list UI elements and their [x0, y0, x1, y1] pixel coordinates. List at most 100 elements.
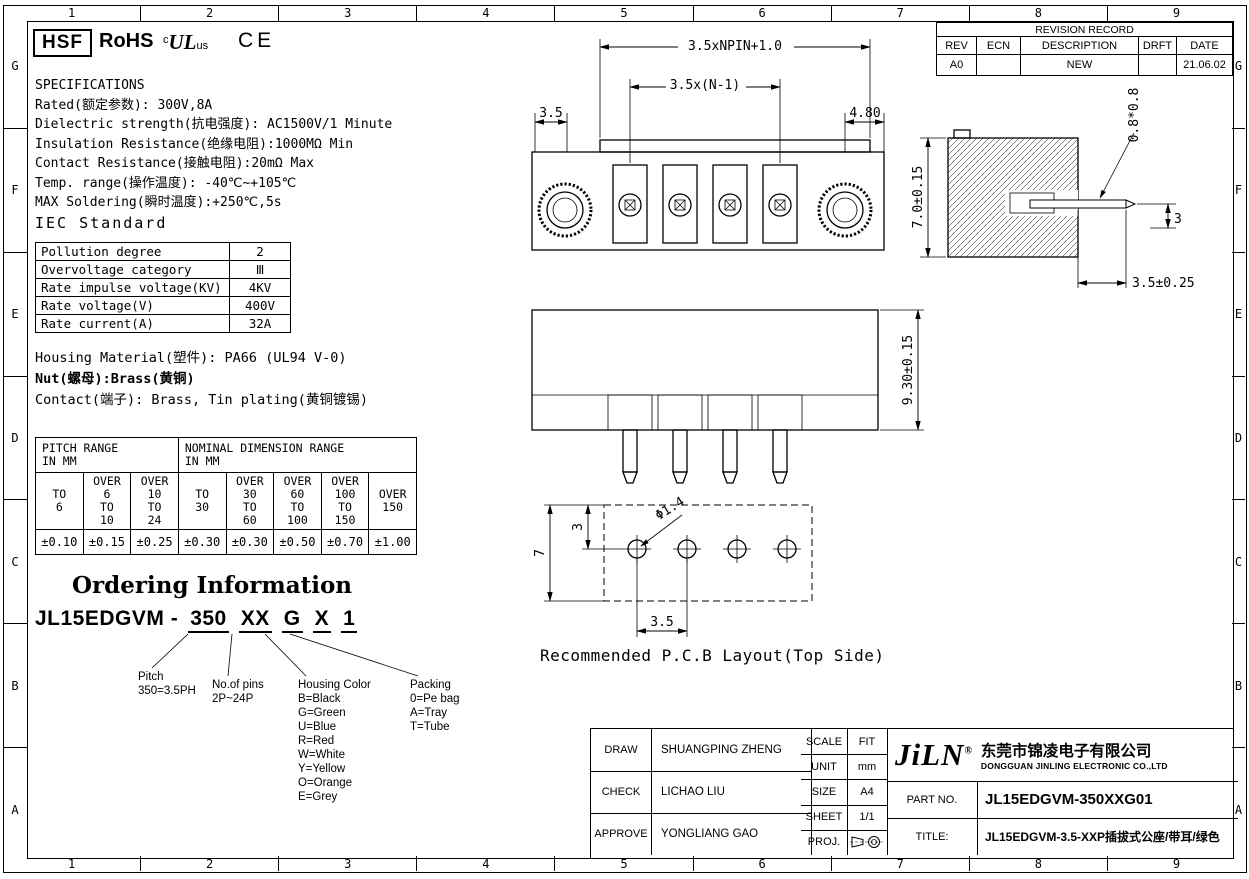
grid-col-label: 5: [555, 5, 694, 21]
title-label: TITLE:: [887, 818, 978, 855]
packing-legend: Packing 0=Pe bag A=Tray T=Tube: [410, 678, 460, 734]
company-logo-cell: JiLN® 东莞市锦凌电子有限公司 DONGGUAN JINLING ELECT…: [887, 729, 1238, 782]
ce-mark-logo: CE: [238, 29, 276, 52]
table-row: Overvoltage category Ⅲ: [35, 260, 291, 279]
dim-pin-cross-section: 0.8*0.8: [1099, 88, 1142, 199]
dim-hole-pitch: 3.5: [636, 559, 688, 637]
table-row: Rate impulse voltage(KV) 4KV: [35, 278, 291, 297]
dim-row-offset-label: 3: [571, 523, 586, 531]
unit-label: UNIT: [801, 754, 848, 781]
tolerance-col-header: OVER 60 TO 100: [273, 472, 322, 530]
pins-legend-value: 2P~24P: [212, 693, 254, 705]
grid-row-label: F: [1232, 129, 1245, 253]
solder-pins: [622, 429, 788, 484]
dim-hole-diameter: Φ1.4: [640, 495, 688, 547]
proj-symbol-cell: [847, 829, 888, 855]
projection-symbol-icon: [850, 836, 884, 849]
material-line: Housing Material(塑件): PA66 (UL94 V-0): [35, 350, 347, 366]
registered-mark: ®: [964, 745, 973, 757]
pcb-hole: [673, 535, 701, 563]
packing-option: T=Tube: [410, 721, 450, 733]
packing-legend-label: Packing: [410, 679, 451, 691]
packing-option: 0=Pe bag: [410, 693, 460, 705]
dim-pin-length: 3: [1137, 203, 1182, 229]
unit-value: mm: [847, 754, 888, 781]
company-name: 东莞市锦凌电子有限公司 DONGGUAN JINLING ELECTRONIC …: [981, 739, 1168, 771]
ul-us-suffix: us: [196, 40, 209, 52]
grid-ruler-bottom: 1 2 3 4 5 6 7 8 9: [3, 856, 1245, 871]
revision-record-table: REVISION RECORD REV ECN DESCRIPTION DRFT…: [936, 22, 1233, 76]
dim-pin-span: 3.5x(N-1): [629, 77, 781, 163]
proj-label: PROJ.: [801, 829, 848, 855]
grid-row-label: E: [1232, 253, 1245, 377]
revision-col-header: DESCRIPTION: [1020, 36, 1139, 55]
grid-row-label: C: [1232, 500, 1245, 625]
company-name-cn: 东莞市锦凌电子有限公司: [980, 743, 1152, 760]
table-row: TO 6 OVER 6 TO 10 OVER 10 TO 24 TO 30 OV…: [35, 472, 417, 530]
iec-row-label: Rate voltage(V): [35, 296, 230, 315]
revision-cell-date: 21.06.02: [1176, 54, 1233, 76]
tolerance-value: ±0.10: [35, 529, 84, 555]
grid-row-label: F: [3, 129, 27, 253]
dim-layout-height-label: 7: [533, 549, 548, 557]
housing-option: E=Grey: [298, 791, 338, 803]
grid-col-label: 1: [3, 5, 142, 21]
nominal-range-header: NOMINAL DIMENSION RANGE IN MM: [177, 437, 418, 473]
ul-c-prefix: c: [163, 34, 169, 46]
pcb-hole: [623, 535, 651, 563]
ordering-code-pitch: 350: [188, 607, 229, 633]
iec-standard-heading: IEC Standard: [35, 214, 168, 232]
grid-row-label: B: [1232, 624, 1245, 749]
dim-layout-height: 7: [533, 504, 604, 602]
pins-legend: No.of pins 2P~24P: [212, 678, 264, 706]
spec-line: Temp. range(操作温度): -40℃~+105℃: [35, 175, 297, 191]
grid-ruler-left: G F E D C B A: [3, 5, 27, 871]
tolerance-value: ±0.70: [320, 529, 370, 555]
housing-option: G=Green: [298, 707, 346, 719]
pitch-legend-value: 350=3.5PH: [138, 685, 196, 697]
dim-hole-label: Φ1.4: [653, 495, 688, 524]
grid-col-label: 6: [694, 5, 832, 21]
iec-row-value: 32A: [229, 314, 291, 333]
tolerance-col-header: OVER 150: [368, 472, 417, 530]
spec-line: Dielectric strength(抗电强度): AC1500V/1 Min…: [35, 117, 393, 132]
housing-option: O=Orange: [298, 777, 353, 789]
tolerance-table: PITCH RANGE IN MM NOMINAL DIMENSION RANG…: [35, 437, 418, 555]
dim-pin-offset: 3.5±0.25: [1077, 210, 1195, 291]
dim-offset-label: 3.5±0.25: [1132, 276, 1195, 291]
grid-col-label: 6: [694, 856, 832, 871]
size-label: SIZE: [801, 779, 848, 806]
grid-col-label: 4: [417, 856, 556, 871]
connector-pin-cavity: [612, 164, 648, 244]
grid-col-label: 1: [3, 856, 142, 871]
grid-col-label: 5: [555, 856, 694, 871]
revision-col-header: REV: [936, 36, 977, 55]
revision-col-header: DATE: [1176, 36, 1233, 55]
ordering-code-prefix: JL15EDGVM -: [35, 607, 179, 630]
specifications-title: SPECIFICATIONS: [35, 78, 145, 93]
ordering-code-pins: XX: [238, 607, 272, 633]
size-value: A4: [847, 779, 888, 806]
tolerance-value: ±0.30: [225, 529, 275, 555]
grid-row-label: C: [3, 500, 27, 625]
grid-col-label: 2: [141, 856, 280, 871]
grid-row-label: A: [1234, 802, 1243, 817]
dim-hole-pitch-label: 3.5: [650, 615, 673, 630]
scale-value: FIT: [847, 729, 888, 756]
grid-col-label: 3: [279, 856, 418, 871]
housing-option: W=White: [298, 749, 345, 761]
ordering-code-suffix: 1: [341, 607, 358, 633]
hsf-logo: HSF: [33, 29, 92, 57]
title-value: JL15EDGVM-3.5-XXP插拔式公座/带耳/绿色: [985, 830, 1220, 844]
revision-cell-drft: [1138, 54, 1177, 76]
pitch-legend-label: Pitch: [138, 671, 164, 683]
draw-name: SHUANGPING ZHENG: [651, 729, 812, 772]
check-label: CHECK: [591, 771, 652, 814]
spec-line: Insulation Resistance(绝缘电阻):1000MΩ Min: [35, 136, 354, 152]
table-row: REV ECN DESCRIPTION DRFT DATE: [936, 36, 1233, 55]
spec-line: MAX Soldering(瞬时温度):+250℃,5s: [35, 195, 282, 210]
ul-mark: UL: [168, 30, 197, 54]
grid-row-label: A: [11, 802, 19, 817]
dim-overall-width: 3.5xNPIN+1.0: [599, 37, 871, 138]
